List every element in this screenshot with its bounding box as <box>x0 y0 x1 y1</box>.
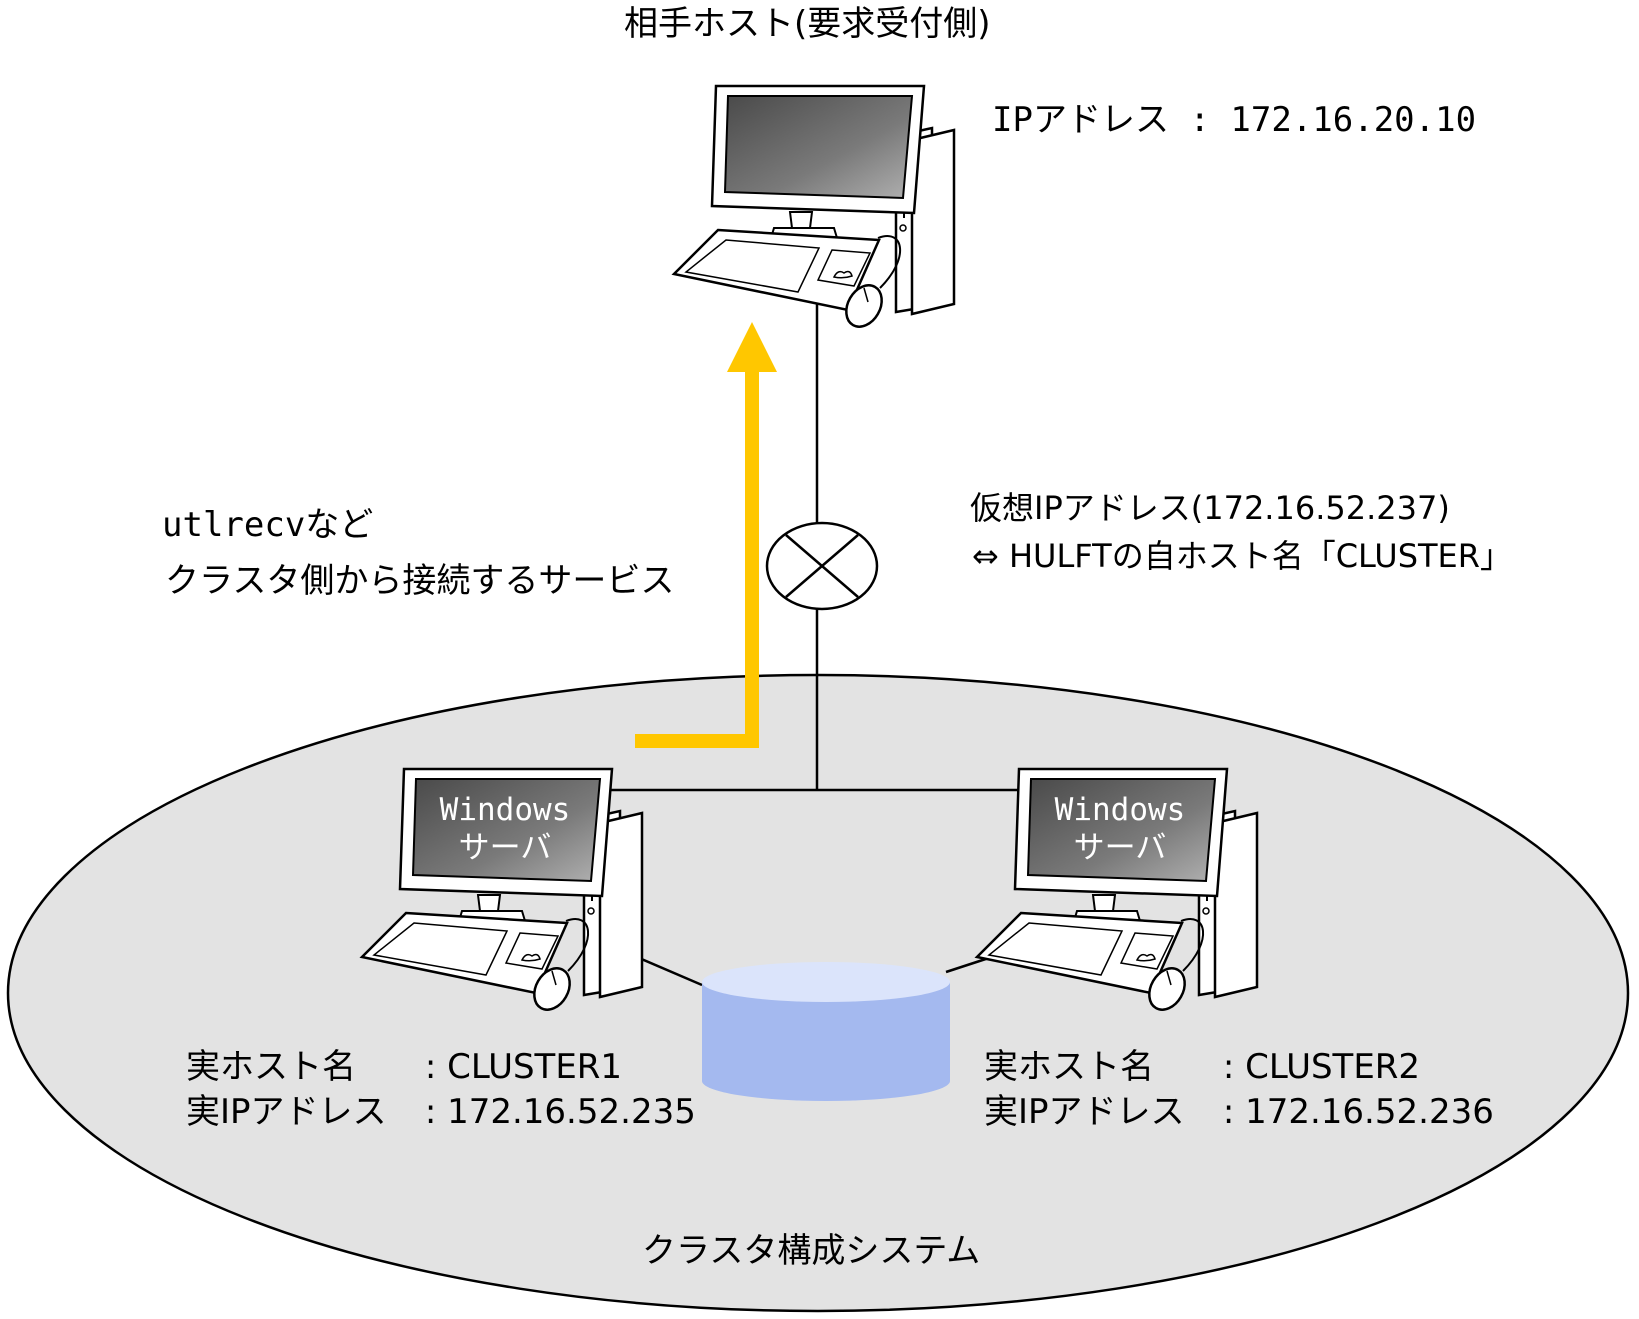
virtual-ip-line2: ⇔ HULFTの自ホスト名「CLUSTER」 <box>972 537 1513 575</box>
server2-ip-row: 実IPアドレス : 172.16.52.236 <box>984 1092 1494 1133</box>
service-line1: utlrecvなど <box>162 505 374 545</box>
remote-host-ip-label: IPアドレス <box>992 100 1169 140</box>
server1-screen-line2: サーバ <box>459 830 552 866</box>
separator: : <box>424 1092 437 1132</box>
server1-host-label: 実ホスト名 <box>186 1047 356 1087</box>
virtual-ip-line1: 仮想IPアドレス(172.16.52.237) <box>970 489 1450 527</box>
separator: : <box>1222 1047 1235 1087</box>
separator: : <box>1189 100 1210 140</box>
service-line2: クラスタ側から接続するサービス <box>165 561 675 601</box>
server1-ip-row: 実IPアドレス : 172.16.52.235 <box>186 1092 696 1133</box>
remote-host-computer-icon <box>672 84 956 335</box>
server1-host: CLUSTER1 <box>447 1047 623 1087</box>
remote-host-ip: 172.16.20.10 <box>1230 100 1477 140</box>
server2-host-row: 実ホスト名 : CLUSTER2 <box>984 1047 1420 1088</box>
shared-disk-icon <box>702 962 950 1101</box>
server2-ip-label: 実IPアドレス <box>984 1092 1185 1132</box>
server1-screen-line1: Windows <box>440 792 571 828</box>
separator: : <box>424 1047 437 1087</box>
server1-ip: 172.16.52.235 <box>447 1092 696 1132</box>
router-icon <box>765 521 879 611</box>
server2-host-label: 実ホスト名 <box>984 1047 1154 1087</box>
remote-host-ip-row: IPアドレス : 172.16.20.10 <box>992 100 1476 141</box>
server2-screen-line2: サーバ <box>1074 830 1167 866</box>
server1-computer-icon: Windows サーバ <box>360 767 644 1018</box>
storage-link-left <box>631 953 703 987</box>
remote-host-title: 相手ホスト(要求受付側) <box>624 4 991 44</box>
server2-screen-line1: Windows <box>1055 792 1186 828</box>
service-arrow <box>635 322 777 748</box>
server1-ip-label: 実IPアドレス <box>186 1092 387 1132</box>
server2-ip: 172.16.52.236 <box>1245 1092 1494 1132</box>
server1-host-row: 実ホスト名 : CLUSTER1 <box>186 1047 622 1088</box>
server2-computer-icon: Windows サーバ <box>975 767 1259 1018</box>
server2-host: CLUSTER2 <box>1245 1047 1421 1087</box>
separator: : <box>1222 1092 1235 1132</box>
cluster-caption: クラスタ構成システム <box>642 1231 981 1271</box>
